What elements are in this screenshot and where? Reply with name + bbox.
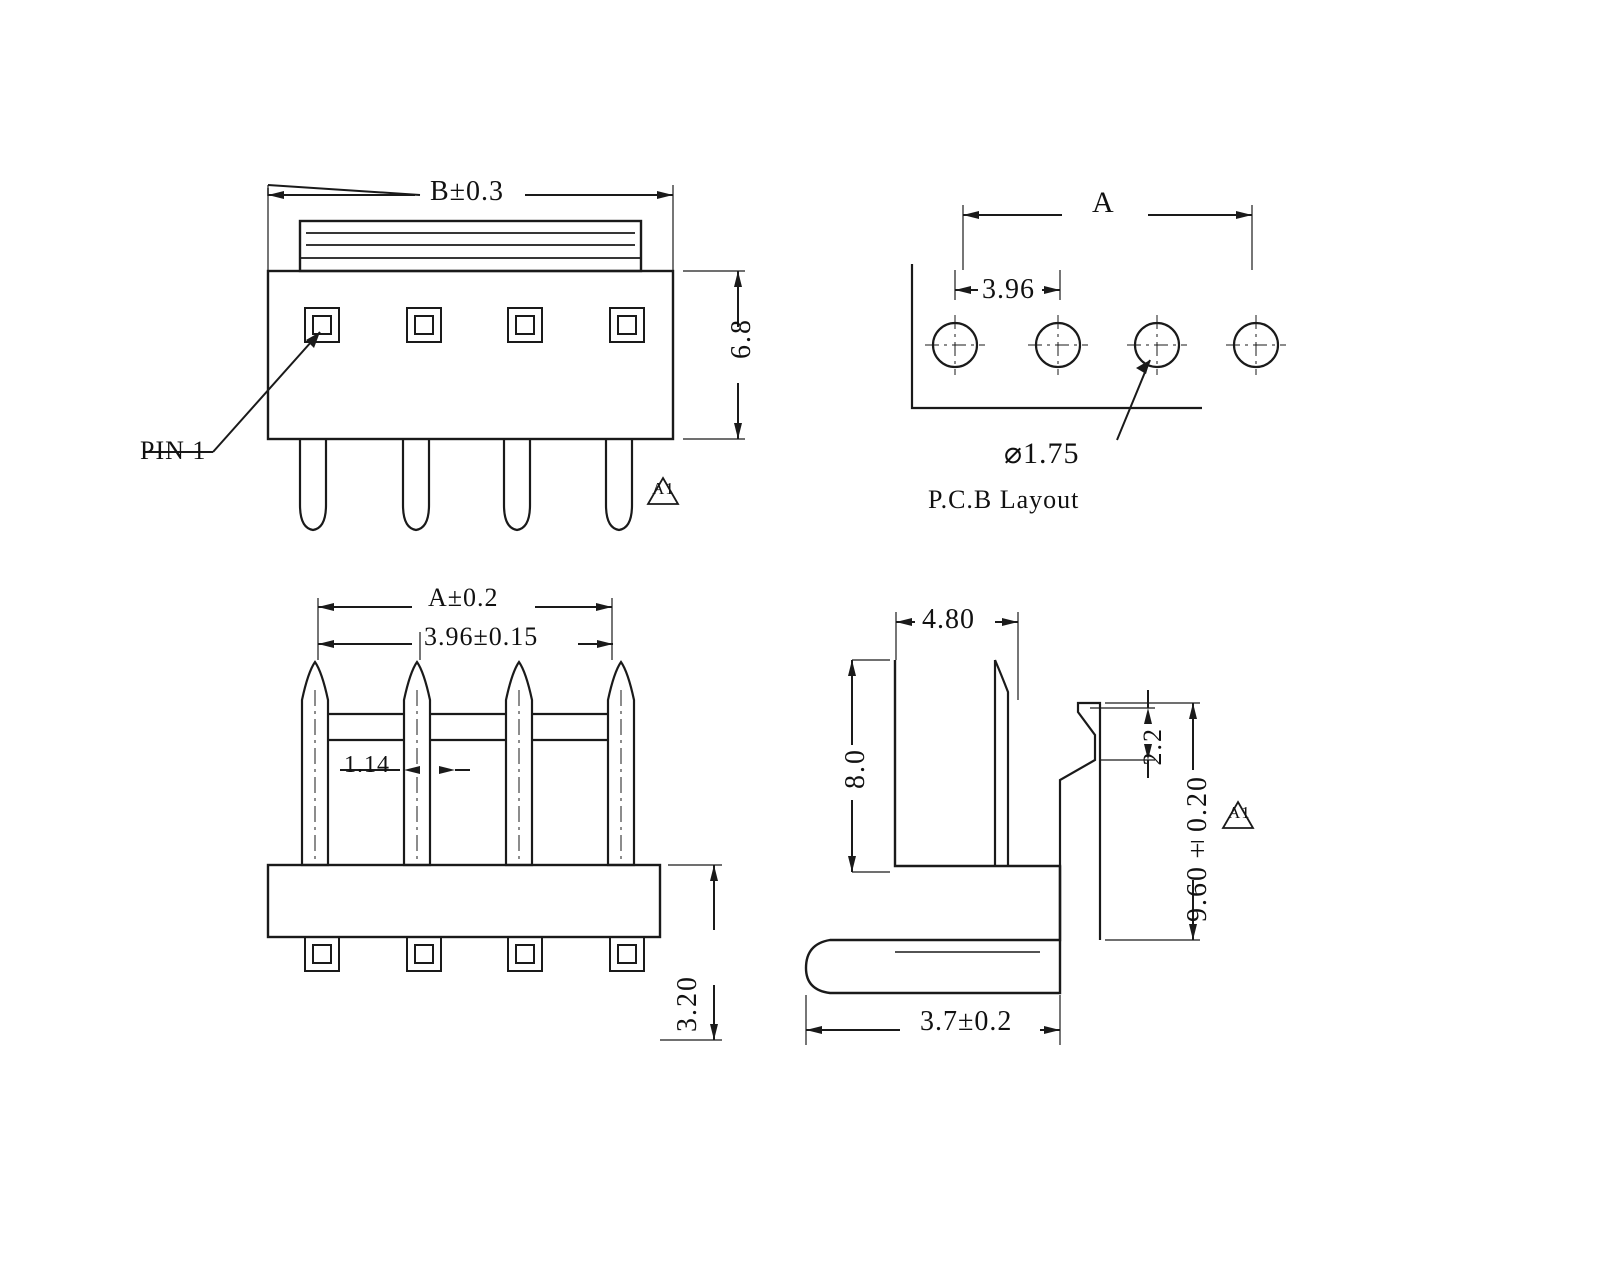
note-label-1: A1 bbox=[652, 479, 675, 498]
dim-label-4-80: 4.80 bbox=[922, 604, 975, 635]
dim-label-B: B±0.3 bbox=[430, 176, 505, 207]
dim-label-1-14: 1.14 bbox=[344, 752, 390, 778]
dim-label-3-20: 3.20 bbox=[672, 975, 703, 1032]
dim-label-3-96-pcb: 3.96 bbox=[982, 274, 1035, 305]
pin1-label: PIN 1 bbox=[140, 436, 207, 465]
dim-label-9-60: 9.60±0.20 bbox=[1182, 775, 1213, 922]
dim-8-0 bbox=[848, 659, 890, 873]
dim-label-diameter: ⌀1.75 bbox=[1004, 437, 1080, 470]
pin1-leader bbox=[145, 331, 321, 453]
dim-label-A: A bbox=[1092, 186, 1115, 219]
note-label-2: A1 bbox=[1228, 803, 1251, 822]
diameter-leader bbox=[1116, 359, 1151, 441]
dim-3-20 bbox=[660, 864, 722, 1041]
dim-A-02 bbox=[317, 598, 613, 660]
note-triangle-2 bbox=[1221, 800, 1255, 829]
dim-label-8-0: 8.0 bbox=[840, 748, 871, 789]
dim-A bbox=[962, 205, 1253, 270]
dim-6-8 bbox=[683, 270, 745, 440]
note-triangle-1 bbox=[646, 476, 680, 505]
dim-4-80 bbox=[895, 612, 1019, 700]
dim-1-14 bbox=[340, 766, 470, 774]
dim-label-6-8: 6.8 bbox=[726, 318, 757, 359]
dim-B bbox=[267, 184, 674, 280]
dim-label-A-02: A±0.2 bbox=[428, 583, 499, 612]
dim-label-3-96-015: 3.96±0.15 bbox=[424, 622, 539, 651]
dim-9-60 bbox=[1105, 702, 1200, 941]
dim-3-96-pcb bbox=[954, 270, 1061, 300]
pcb-layout-caption: P.C.B Layout bbox=[928, 485, 1080, 514]
dim-label-2-2: 2.2 bbox=[1138, 727, 1167, 766]
dim-2-2 bbox=[1090, 690, 1155, 778]
dim-label-3-7: 3.7±0.2 bbox=[920, 1006, 1013, 1037]
dim-3-96-015 bbox=[318, 632, 613, 660]
dim-3-7 bbox=[805, 995, 1061, 1045]
